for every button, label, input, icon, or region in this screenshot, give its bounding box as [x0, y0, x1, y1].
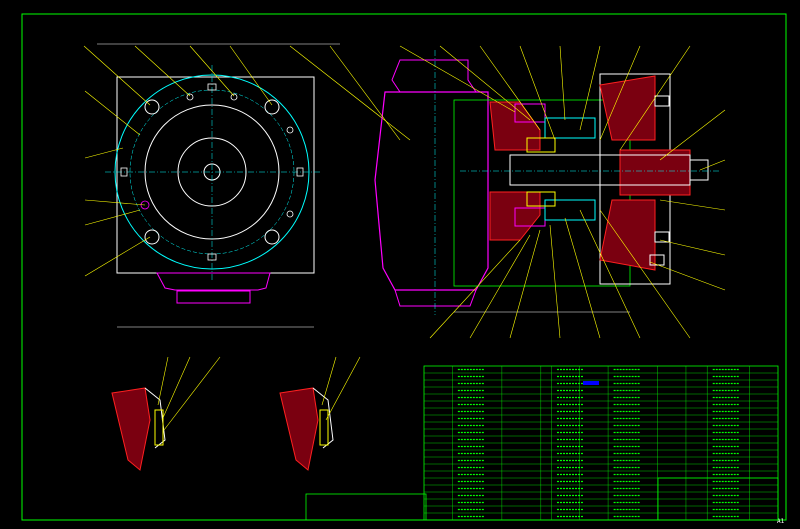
cylinder-bottom-cap	[394, 289, 477, 307]
seal-detail-view-1	[111, 356, 221, 471]
leader-line	[559, 45, 566, 121]
circular-flange-front-view	[83, 43, 411, 328]
leader-line	[479, 45, 541, 131]
bill-of-materials-table	[423, 365, 779, 521]
leader-line	[549, 224, 561, 339]
leader-line	[163, 356, 221, 431]
leader-line	[229, 45, 273, 106]
bolt-hole	[144, 99, 160, 115]
key-slot	[120, 167, 128, 177]
small-hole	[140, 200, 150, 210]
leader-line	[321, 356, 337, 406]
leader-line	[699, 159, 726, 171]
leader-line	[619, 45, 691, 151]
leader-line	[659, 199, 726, 211]
detail-hatch	[279, 387, 319, 471]
gear-lower	[544, 199, 596, 221]
leader-line	[649, 261, 726, 291]
gear-upper	[544, 117, 596, 139]
detail-seal	[154, 409, 164, 446]
bolt-hole	[264, 229, 280, 245]
leader-line	[189, 45, 235, 97]
leader-line	[83, 45, 151, 106]
leader-line	[134, 45, 191, 97]
bolt-head	[649, 254, 665, 266]
key-slot	[207, 253, 217, 261]
seal-ring-lower	[526, 191, 556, 207]
small-hole	[230, 93, 238, 101]
title-block-frame-left	[305, 493, 427, 521]
leader-line	[84, 209, 141, 226]
shaft-end-cap	[689, 159, 709, 181]
bolt-head	[654, 95, 670, 107]
leader-line	[519, 45, 556, 141]
detail-hatch	[111, 387, 151, 471]
bolt-head	[654, 231, 670, 243]
key-slot	[296, 167, 304, 177]
leader-line	[439, 45, 531, 121]
hatch-region-cone	[619, 149, 691, 196]
leader-line	[399, 45, 516, 113]
title-block-frame-right	[657, 477, 779, 521]
front-view-base-outline	[156, 272, 271, 291]
cylinder-top-cap	[391, 59, 477, 93]
small-hole	[286, 210, 294, 218]
bolt-hole	[144, 229, 160, 245]
leader-line	[329, 45, 401, 141]
leader-line	[579, 45, 601, 131]
leader-line	[84, 147, 124, 159]
small-hole	[286, 126, 294, 134]
seal-detail-view-2	[279, 356, 361, 471]
leader-line	[161, 356, 191, 421]
leader-line	[84, 90, 141, 136]
leader-line	[157, 356, 169, 406]
title-block	[305, 477, 779, 521]
leader-line	[469, 234, 531, 339]
cylinder-body-outline	[374, 91, 489, 291]
leader-line	[289, 45, 411, 141]
sheet-size-mark: A1	[777, 518, 785, 525]
hatch-region-right-upper	[599, 75, 656, 141]
leader-line	[659, 109, 726, 161]
leader-line	[599, 45, 641, 141]
small-hole	[186, 93, 194, 101]
seal-ring-upper	[526, 137, 556, 153]
leader-line	[599, 209, 691, 339]
cylinder-body-side-view	[329, 45, 489, 315]
detail-seal	[319, 409, 329, 446]
leader-line	[429, 239, 521, 339]
leader-line	[84, 236, 151, 277]
bolt-hole	[264, 99, 280, 115]
base-foot	[176, 290, 251, 304]
key-slot	[207, 83, 217, 91]
assembly-cross-section	[399, 45, 726, 339]
leader-line	[579, 209, 641, 339]
leader-line	[84, 199, 146, 206]
leader-line	[564, 217, 601, 339]
leader-line	[325, 356, 361, 421]
hatch-region-right-lower	[599, 199, 656, 271]
leader-line	[509, 229, 541, 339]
bom-highlight-cell	[583, 381, 599, 385]
leader-line	[659, 239, 726, 256]
